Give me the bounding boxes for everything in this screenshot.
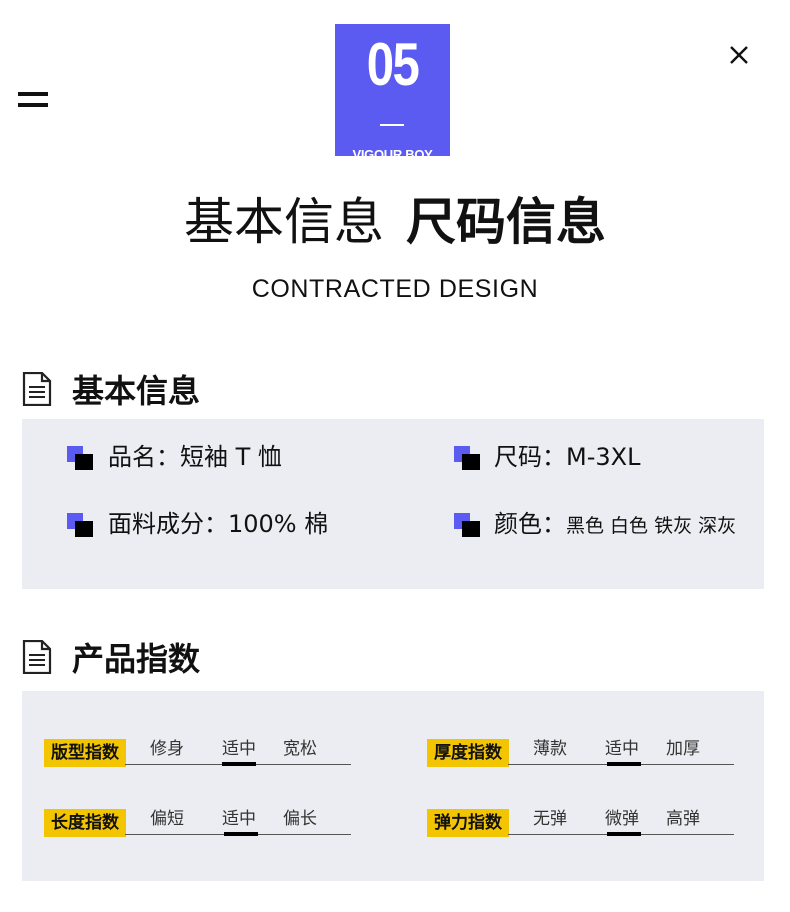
product-material: 面料成分：100% 棉 — [108, 510, 329, 538]
product-color: 颜色：黑色 白色 铁灰 深灰 — [494, 509, 736, 541]
page-title-light: 基本信息 — [184, 193, 384, 251]
index-option: 加厚 — [666, 739, 700, 759]
product-name: 品名：短袖 T 恤 — [108, 443, 282, 471]
index-selected-marker — [607, 762, 641, 766]
index-option: 高弹 — [666, 809, 700, 829]
product-size: 尺码：M-3XL — [494, 443, 641, 471]
index-option: 薄款 — [533, 739, 567, 759]
document-icon — [22, 640, 52, 674]
index-selected-marker — [607, 832, 641, 836]
logo-number: 05 — [366, 31, 420, 98]
page-title-bold: 尺码信息 — [406, 193, 606, 251]
index-option: 微弹 — [605, 809, 639, 829]
basic-info-title: 基本信息 — [72, 372, 201, 410]
index-option: 适中 — [222, 809, 256, 829]
brand-logo: 05 VIGOUR BOY — [335, 24, 450, 162]
bullet-icon — [67, 446, 93, 470]
basic-info-header: 基本信息 — [22, 369, 201, 410]
bullet-icon — [454, 446, 480, 470]
index-label: 长度指数 — [44, 809, 126, 837]
index-label: 版型指数 — [44, 739, 126, 767]
close-icon[interactable] — [726, 42, 752, 68]
product-color-values: 黑色 白色 铁灰 深灰 — [566, 515, 737, 537]
index-option: 适中 — [222, 739, 256, 759]
bullet-icon — [454, 513, 480, 537]
index-selected-marker — [224, 832, 258, 836]
index-option: 偏短 — [150, 809, 184, 829]
index-option: 修身 — [150, 739, 184, 759]
page-subtitle: CONTRACTED DESIGN — [251, 275, 539, 303]
index-selected-marker — [222, 762, 256, 766]
logo-text: VIGOUR BOY — [352, 147, 433, 162]
index-label: 弹力指数 — [427, 809, 509, 837]
menu-icon[interactable] — [18, 92, 48, 108]
index-option: 偏长 — [283, 809, 317, 829]
product-index-panel: 版型指数 修身 适中 宽松 厚度指数 薄款 适中 加厚 长度指数 偏短 适中 偏… — [22, 691, 764, 881]
page-title: 基本信息尺码信息 — [0, 190, 790, 254]
bullet-icon — [67, 513, 93, 537]
product-index-header: 产品指数 — [22, 637, 201, 678]
index-option: 宽松 — [283, 739, 317, 759]
index-option: 适中 — [605, 739, 639, 759]
index-label: 厚度指数 — [427, 739, 509, 767]
basic-info-panel: 品名：短袖 T 恤 尺码：M-3XL 面料成分：100% 棉 颜色：黑色 白色 … — [22, 419, 764, 589]
index-option: 无弹 — [533, 809, 567, 829]
product-color-label: 颜色： — [494, 510, 566, 538]
product-index-title: 产品指数 — [72, 640, 201, 678]
logo-divider — [380, 124, 404, 126]
document-icon — [22, 372, 52, 406]
